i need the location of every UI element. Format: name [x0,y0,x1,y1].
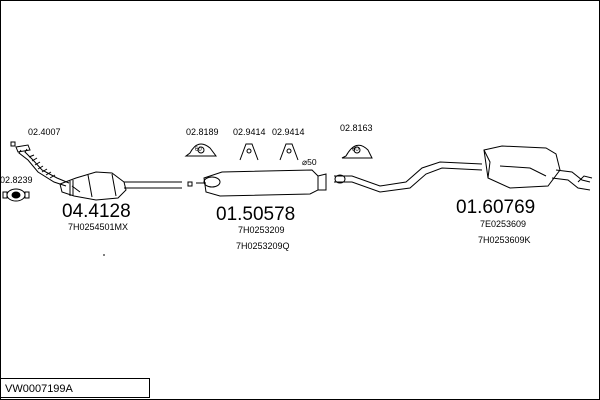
clamp-label-1: 60 [195,147,202,153]
diagram-code: VW0007199A [0,378,150,398]
accessory-label-02-8189: 02.8189 [186,127,219,137]
accessory-label-02-8239: 02.8239 [0,175,33,185]
reference-1: 7H0254501MX [68,222,129,232]
tailpipe-top [555,169,591,183]
reference-3b: 7H0253609K [478,235,531,245]
front-pipe-outline [18,149,67,187]
mount-2 [279,143,299,161]
rear-silencer-seam [499,165,547,177]
square-marker-2 [187,181,193,187]
pipe-clamp [334,174,346,184]
tailpipe-bottom [551,177,591,191]
tailpipe-tip [577,175,593,183]
mount-1-hole [246,148,252,154]
reference-2b: 7H0253209Q [236,241,290,251]
gasket-tab-right [24,191,30,199]
reference-2a: 7H0253209 [238,225,285,235]
clamp-label-2: 60 [352,147,359,153]
mount-1 [239,143,259,161]
part-number-2: 01.50578 [216,204,296,225]
mount-2-hole [286,148,292,154]
intermediate-pipe-bottom [334,167,483,193]
hanger-2 [341,144,373,159]
reference-3a: 7E0253609 [480,219,527,229]
front-silencer-inlet [203,176,221,188]
accessory-label-02-4007: 02.4007 [28,127,61,137]
front-silencer-outlet [317,173,327,191]
accessory-label-02-9414-b: 02.9414 [272,127,305,137]
rear-silencer-edge [483,149,491,179]
hanger-2-hole [353,146,361,154]
hanger-1-hole [197,146,205,154]
square-marker-1 [10,141,16,147]
diameter-label: ⌀50 [302,157,317,167]
accessory-label-02-8163: 02.8163 [340,123,373,133]
gasket-hole [11,191,21,199]
front-silencer-body [203,169,319,197]
flex-corrugation [28,154,56,179]
gasket-tab-left [2,191,8,199]
front-flange [15,144,31,153]
intermediate-pipe-top [334,161,483,187]
hanger-1 [184,143,217,157]
catalytic-weld [69,180,74,196]
part-number-1: 04.4128 [62,201,131,222]
front-pipe-outline-2 [24,148,70,184]
part-number-3: 01.60769 [456,197,536,218]
accessory-label-02-9414-a: 02.9414 [233,127,266,137]
